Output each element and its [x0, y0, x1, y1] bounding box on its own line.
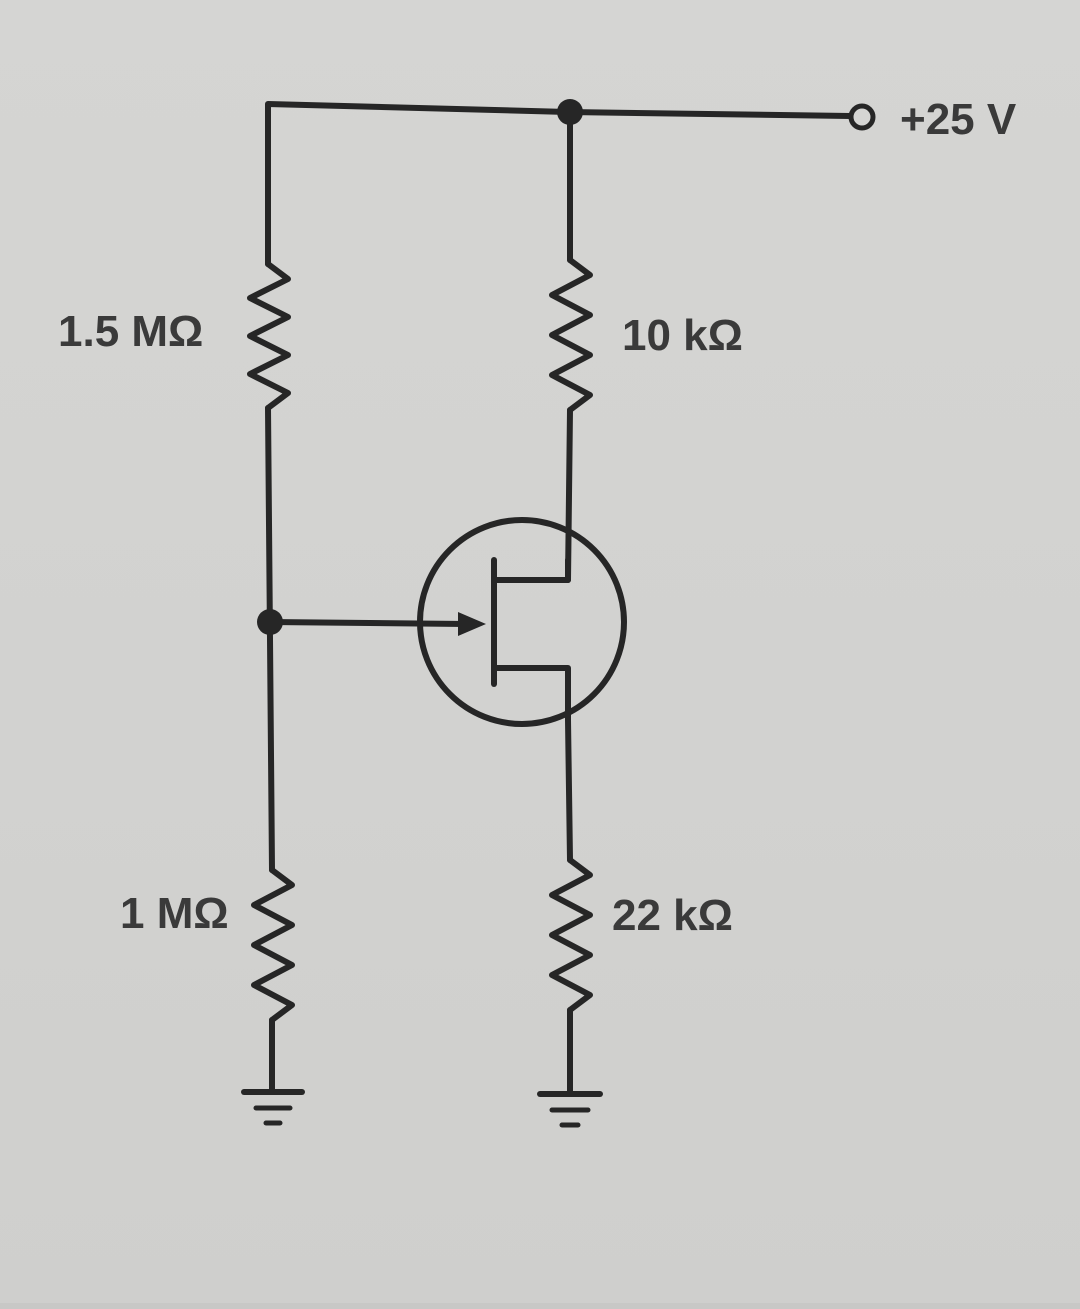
gate-arrow-icon: [458, 612, 486, 636]
supply-terminal: [848, 103, 876, 131]
r2-label: 1 MΩ: [120, 889, 229, 938]
bottom-edge: [0, 1303, 1080, 1309]
jfet-drain-lead: [491, 557, 571, 583]
r2-resistor: [251, 867, 295, 1023]
jfet-source-lead: [491, 665, 571, 723]
rd-resistor: [549, 257, 593, 413]
gate-divider-branch: 1.5 MΩ 1 MΩ: [58, 237, 305, 1126]
supply-voltage-label: +25 V: [900, 95, 1017, 144]
drain-wire: [565, 407, 573, 583]
r1-r2-wire: [265, 405, 275, 873]
drain-branch: 10 kΩ: [549, 109, 743, 583]
gate-wire: [267, 619, 469, 627]
jfet-envelope: [417, 517, 627, 727]
r1-label: 1.5 MΩ: [58, 307, 203, 356]
right-ground-symbol: [537, 1091, 603, 1128]
r1-resistor: [247, 261, 291, 411]
gate-connection: [267, 612, 486, 636]
rd-label: 10 kΩ: [622, 311, 743, 360]
top-wire: [265, 101, 853, 243]
source-branch: 22 kΩ: [537, 717, 733, 1128]
rs-label: 22 kΩ: [612, 891, 733, 940]
source-wire: [565, 717, 573, 863]
supply-rail: +25 V: [265, 95, 1017, 243]
rs-resistor: [549, 857, 593, 1013]
left-ground-symbol: [241, 1089, 305, 1126]
jfet-transistor-symbol: [417, 517, 627, 727]
